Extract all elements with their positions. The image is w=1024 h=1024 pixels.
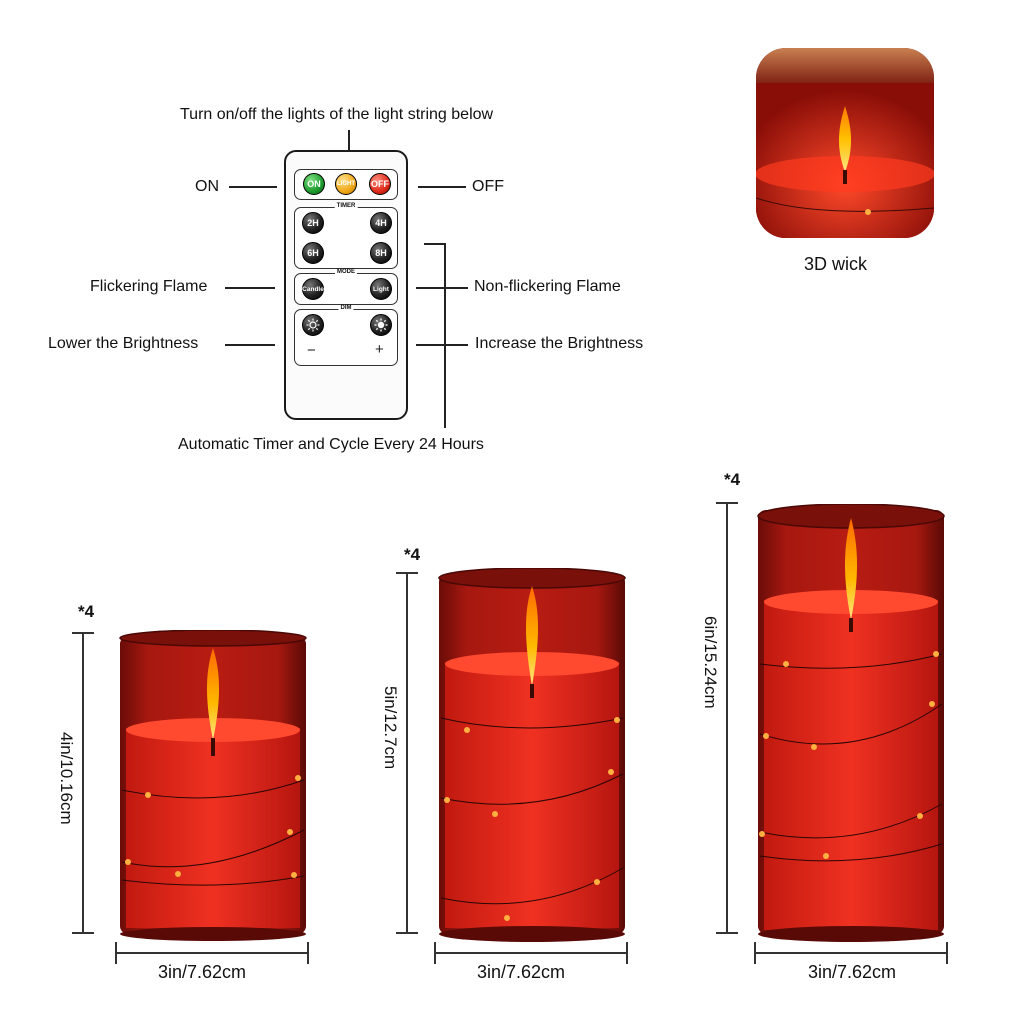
dim-down-button[interactable] [302, 314, 324, 336]
nonflicker-label-line [416, 287, 468, 289]
candle-mode-button[interactable]: Candle [302, 278, 324, 300]
on-label: ON [195, 178, 219, 195]
dim-group: DIM − [294, 305, 398, 366]
dim-group-title: DIM [338, 305, 354, 311]
timer-group: TIMER 2H 4H 6H 8H [294, 203, 398, 269]
sun-filled-icon [374, 318, 388, 332]
dim-up-button[interactable] [370, 314, 392, 336]
on-button[interactable]: ON [303, 173, 325, 195]
candle-large [757, 504, 945, 942]
bottom-caption: Automatic Timer and Cycle Every 24 Hours [178, 436, 484, 453]
candle-large-w-line [754, 952, 947, 954]
candle-medium-w-line [434, 952, 627, 954]
candle-small-w-line [115, 952, 308, 954]
timer-bracket-line [444, 243, 446, 428]
mode-group-title: MODE [335, 269, 357, 275]
candle-large-w-right [946, 942, 948, 964]
candle-medium-dim-bottom [396, 932, 418, 934]
candle-large-width: 3in/7.62cm [808, 962, 897, 982]
candle-medium-qty: *4 [404, 545, 421, 564]
flicker-label: Flickering Flame [90, 278, 208, 295]
minus-sign: − [307, 342, 316, 359]
candle-medium-width: 3in/7.62cm [477, 962, 566, 982]
candle-medium-w-right [626, 942, 628, 964]
flicker-label-line [225, 287, 275, 289]
timer-4h-button[interactable]: 4H [370, 212, 392, 234]
lower-brightness-line [225, 344, 275, 346]
wick-inset-image [756, 48, 934, 238]
wick-caption: 3D wick [804, 254, 868, 274]
plus-sign: + [375, 341, 384, 358]
timer-group-title: TIMER [334, 203, 358, 209]
candle-small-qty: *4 [78, 602, 95, 621]
candle-large-qty: *4 [724, 470, 741, 489]
light-string-button[interactable]: LIGHT [335, 173, 357, 195]
candle-small-w-right [307, 942, 309, 964]
timer-bracket-top [424, 243, 444, 245]
timer-2h-button[interactable]: 2H [302, 212, 324, 234]
timer-6h-button[interactable]: 6H [302, 242, 324, 264]
candle-small-dim-bottom [72, 932, 94, 934]
light-mode-button[interactable]: Light [370, 278, 392, 300]
power-group: ON LIGHT OFF [294, 169, 398, 200]
top-caption-line [348, 130, 350, 150]
candle-small-width: 3in/7.62cm [158, 962, 247, 982]
increase-brightness-line [416, 344, 468, 346]
candle-medium-dim-line [406, 572, 408, 932]
sun-outline-icon [306, 318, 320, 332]
candle-medium-height: 5in/12.7cm [381, 686, 400, 770]
on-label-line [229, 186, 277, 188]
off-label-line [418, 186, 466, 188]
candle-large-dim-line [726, 502, 728, 932]
timer-8h-button[interactable]: 8H [370, 242, 392, 264]
off-button[interactable]: OFF [369, 173, 391, 195]
candle-small-height: 4in/10.16cm [57, 732, 76, 825]
candle-medium [438, 568, 626, 942]
off-label: OFF [472, 178, 504, 195]
remote-control: ON LIGHT OFF TIMER 2H 4H 6H 8H MODE Cand… [284, 150, 408, 420]
candle-small [119, 630, 307, 941]
top-caption: Turn on/off the lights of the light stri… [180, 106, 494, 123]
candle-large-dim-bottom [716, 932, 738, 934]
lower-brightness-label: Lower the Brightness [48, 335, 199, 352]
mode-group: MODE Candle Light [294, 269, 398, 305]
candle-large-height: 6in/15.24cm [701, 616, 720, 709]
candle-small-dim-line [82, 632, 84, 932]
increase-brightness-label: Increase the Brightness [475, 335, 644, 352]
nonflicker-label: Non-flickering Flame [474, 278, 621, 295]
